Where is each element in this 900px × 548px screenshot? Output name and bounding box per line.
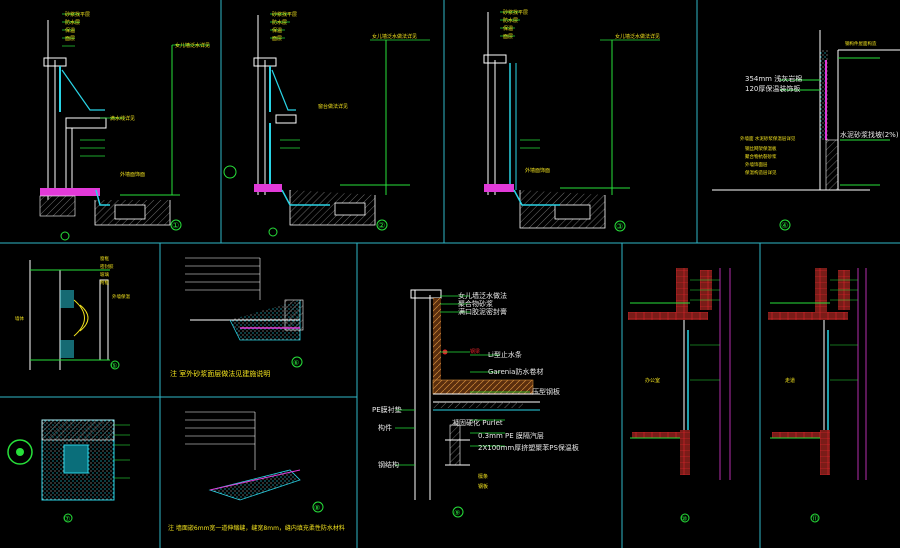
svg-text:砂浆找平层: 砂浆找平层: [272, 11, 297, 18]
svg-text:防水层: 防水层: [65, 19, 80, 26]
marker-2: ②: [378, 221, 385, 230]
center-label-8: 0.3mm PE 膜隔汽层: [478, 431, 544, 440]
svg-text:面层: 面层: [272, 36, 282, 42]
svg-text:玻璃: 玻璃: [100, 271, 109, 278]
svg-text:砂浆找平层: 砂浆找平层: [503, 9, 528, 16]
marker-5: ⑤: [111, 362, 117, 370]
marker-9: ⑨: [454, 509, 460, 517]
note-bottom: 注 墙面嵌6mm宽一道伸缩缝，缝宽8mm，缝内填充柔性防水材料: [168, 524, 345, 532]
detail-8-slope-section: ⑧ 注 墙面嵌6mm宽一道伸缩缝，缝宽8mm，缝内填充柔性防水材料: [168, 411, 345, 532]
room-label-right: 走道: [785, 377, 795, 384]
center-label-6: 压型钢板: [532, 387, 560, 396]
detail-10-elevation-section: 办公室 ⑩: [628, 268, 731, 523]
svg-text:保温: 保温: [272, 27, 282, 34]
marker-1: ①: [172, 221, 179, 230]
svg-text:窗框: 窗框: [100, 255, 109, 262]
center-label-13: 檩条: [478, 473, 488, 480]
svg-text:保温: 保温: [503, 25, 513, 32]
svg-text:密封胶: 密封胶: [100, 263, 114, 270]
marker-3: ③: [616, 222, 623, 231]
wall-label-b: 120厚保温装饰板: [745, 84, 800, 93]
svg-text:女儿墙泛水做法详见: 女儿墙泛水做法详见: [615, 33, 660, 40]
svg-text:外墙饰面层: 外墙饰面层: [745, 161, 768, 168]
svg-text:防水层: 防水层: [503, 17, 518, 24]
svg-text:面层: 面层: [65, 36, 75, 42]
detail-7-drain-section: ⑦: [7, 419, 130, 523]
detail-11-elevation-section: 走道 ⑪: [768, 268, 867, 523]
svg-text:窗台做法详见: 窗台做法详见: [318, 103, 348, 110]
svg-text:聚合物抗裂砂浆: 聚合物抗裂砂浆: [745, 153, 777, 160]
wall-label-a: 354mm 浅灰岩棉: [745, 74, 802, 83]
center-label-11: PE膜衬垫: [372, 405, 402, 414]
center-label-4: Li型止水条: [488, 350, 522, 359]
center-label-1: 女儿墙泛水做法: [458, 291, 507, 300]
svg-text:女儿墙泛水做法详见: 女儿墙泛水做法详见: [372, 33, 417, 40]
svg-text:墙体: 墙体: [15, 315, 24, 322]
marker-6: ⑥: [293, 359, 299, 367]
svg-text:面层: 面层: [503, 34, 513, 40]
detail-9-roof-junction: 女儿墙泛水做法 聚合物砂浆 满口胶泥密封膏 Li型止水条 Garenia防水卷材…: [372, 289, 579, 518]
marker-8: ⑧: [314, 504, 320, 512]
svg-text:保温: 保温: [65, 27, 75, 34]
svg-text:外墙面 水泥砂浆保温层详见: 外墙面 水泥砂浆保温层详见: [740, 135, 796, 142]
marker-4: ④: [781, 221, 788, 230]
center-label-12: 构件: [378, 423, 392, 432]
center-label-9: 2X100mm厚挤塑聚苯PS保温板: [478, 443, 579, 452]
center-label-5: Garenia防水卷材: [488, 367, 543, 376]
center-label-7: 凝固硬化 Purlet: [452, 418, 503, 427]
svg-text:保温构造层详见: 保温构造层详见: [745, 169, 777, 176]
room-label-left: 办公室: [645, 377, 660, 384]
svg-text:滴水线详见: 滴水线详见: [110, 115, 135, 122]
center-label-3: 满口胶泥密封膏: [458, 307, 507, 316]
svg-text:钢丝网架保温板: 钢丝网架保温板: [745, 145, 777, 152]
svg-text:钢构件屋面构造: 钢构件屋面构造: [845, 40, 877, 47]
center-label-14: 钢板: [478, 483, 488, 490]
marker-11: ⑪: [811, 515, 818, 523]
center-label-2: 聚合物砂浆: [458, 299, 493, 308]
svg-text:砂浆找平层: 砂浆找平层: [65, 11, 90, 18]
wall-label-c: 水泥砂浆找坡(2%): [840, 130, 899, 139]
svg-text:外墙面饰面: 外墙面饰面: [120, 171, 145, 178]
marker-7: ⑦: [64, 515, 70, 523]
note-left: 注 室外砂浆面层做法见建施说明: [170, 369, 270, 378]
marker-10: ⑩: [681, 515, 687, 523]
center-label-15: 钢结构: [378, 460, 399, 469]
detail-6-ground-section: ⑥ 注 室外砂浆面层做法见建施说明: [170, 257, 304, 378]
svg-text:外墙保温: 外墙保温: [112, 293, 130, 300]
svg-text:女儿墙泛水详见: 女儿墙泛水详见: [175, 42, 210, 49]
center-label-10: 钢梁: [470, 348, 480, 355]
svg-text:附框: 附框: [100, 279, 109, 286]
svg-text:防水层: 防水层: [272, 19, 287, 26]
svg-text:外墙面饰面: 外墙面饰面: [525, 167, 550, 174]
detail-4-wall-section: 354mm 浅灰岩棉 120厚保温装饰板 水泥砂浆找坡(2%) 外墙面 水泥砂浆…: [712, 30, 900, 231]
